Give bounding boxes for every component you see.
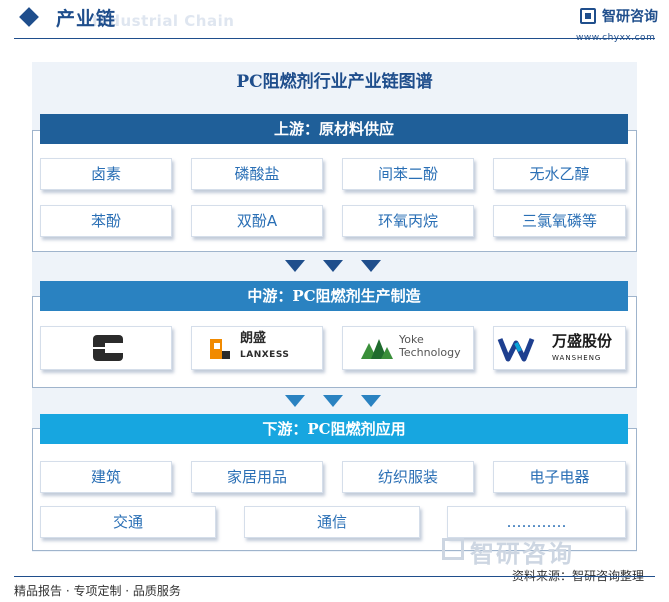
upstream-item: 卤素	[40, 158, 172, 190]
company-name-en: WANSHENG	[552, 354, 602, 362]
downstream-item: 通信	[244, 506, 420, 538]
upstream-item: 无水乙醇	[493, 158, 626, 190]
langsheng-logo-icon	[210, 339, 230, 359]
company-name-line1: Yoke	[399, 333, 424, 346]
company-card: 朗盛 LANXESS	[191, 326, 323, 370]
company-name-cn: 万盛股份	[552, 332, 613, 350]
flow-arrow-icon	[285, 395, 305, 407]
brand-url: www.chyxx.com	[576, 33, 656, 43]
yoke-logo-icon	[361, 339, 393, 359]
flow-arrow-icon	[323, 395, 343, 407]
watermark-icon	[442, 538, 464, 560]
company-name-cn: 朗盛	[240, 331, 267, 346]
upstream-item: 磷酸盐	[191, 158, 323, 190]
upstream-title: 上游：原材料供应	[40, 114, 628, 144]
downstream-item: 电子电器	[493, 461, 626, 493]
upstream-item: 间苯二酚	[342, 158, 474, 190]
header-ghost-text: Industrial Chain	[92, 12, 235, 30]
brand-name: 智研咨询	[602, 9, 658, 25]
flow-arrow-icon	[361, 395, 381, 407]
upstream-item: 三氯氧磷等	[493, 205, 626, 237]
watermark-text: 智研咨询	[470, 540, 574, 568]
flow-arrow-icon	[323, 260, 343, 272]
black-c-logo-icon	[93, 335, 123, 361]
upstream-item: 环氧丙烷	[342, 205, 474, 237]
flow-arrow-icon	[361, 260, 381, 272]
page-header: Industrial Chain 产业链	[0, 0, 669, 44]
company-name-en: LANXESS	[240, 350, 290, 360]
wansheng-logo-icon	[497, 338, 535, 362]
midstream-title: 中游：PC阻燃剂生产制造	[40, 281, 628, 311]
company-card: Yoke Technology	[342, 326, 474, 370]
downstream-item: …………	[447, 506, 626, 538]
upstream-item: 双酚A	[191, 205, 323, 237]
downstream-item: 交通	[40, 506, 216, 538]
company-card: 万盛股份 WANSHENG	[493, 326, 626, 370]
flow-arrow-icon	[285, 260, 305, 272]
brand-mark-icon	[580, 8, 596, 24]
footer-slogan: 精品报告 · 专项定制 · 品质服务	[14, 584, 181, 598]
footer-divider	[14, 576, 655, 577]
downstream-item: 建筑	[40, 461, 172, 493]
diamond-icon	[19, 7, 39, 27]
header-title: 产业链	[56, 8, 117, 30]
company-card	[40, 326, 172, 370]
downstream-item: 纺织服装	[342, 461, 474, 493]
header-divider	[14, 38, 655, 39]
downstream-item: 家居用品	[191, 461, 323, 493]
downstream-title: 下游：PC阻燃剂应用	[40, 414, 628, 444]
upstream-item: 苯酚	[40, 205, 172, 237]
diagram-title: PC阻燃剂行业产业链图谱	[236, 72, 433, 92]
company-name-line2: Technology	[399, 346, 461, 359]
